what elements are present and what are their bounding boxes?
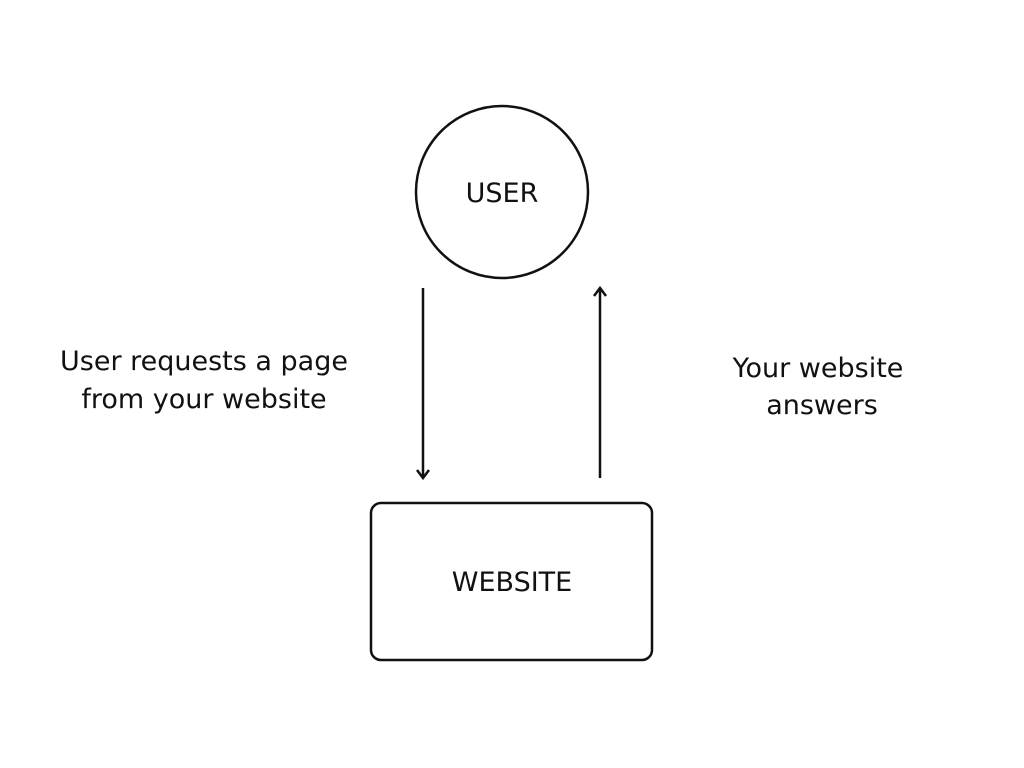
website-label: WEBSITE — [452, 567, 572, 598]
request-arrowhead-icon — [416, 469, 430, 481]
user-node: USER — [414, 104, 590, 280]
response-arrowhead-icon — [593, 285, 607, 297]
request-arrow — [416, 288, 430, 481]
user-circle — [414, 104, 590, 280]
website-node: WEBSITE — [369, 501, 654, 662]
response-label: Your website answers — [732, 353, 904, 421]
response-arrow — [593, 285, 607, 478]
user-label: USER — [466, 178, 539, 209]
request-label: User requests a page from your website — [60, 346, 348, 415]
website-box — [369, 501, 654, 662]
response-label-line-1: Your website — [732, 353, 904, 384]
response-label-line-2: answers — [766, 390, 878, 421]
request-label-line-1: User requests a page — [60, 346, 348, 377]
request-label-line-2: from your website — [81, 384, 326, 415]
